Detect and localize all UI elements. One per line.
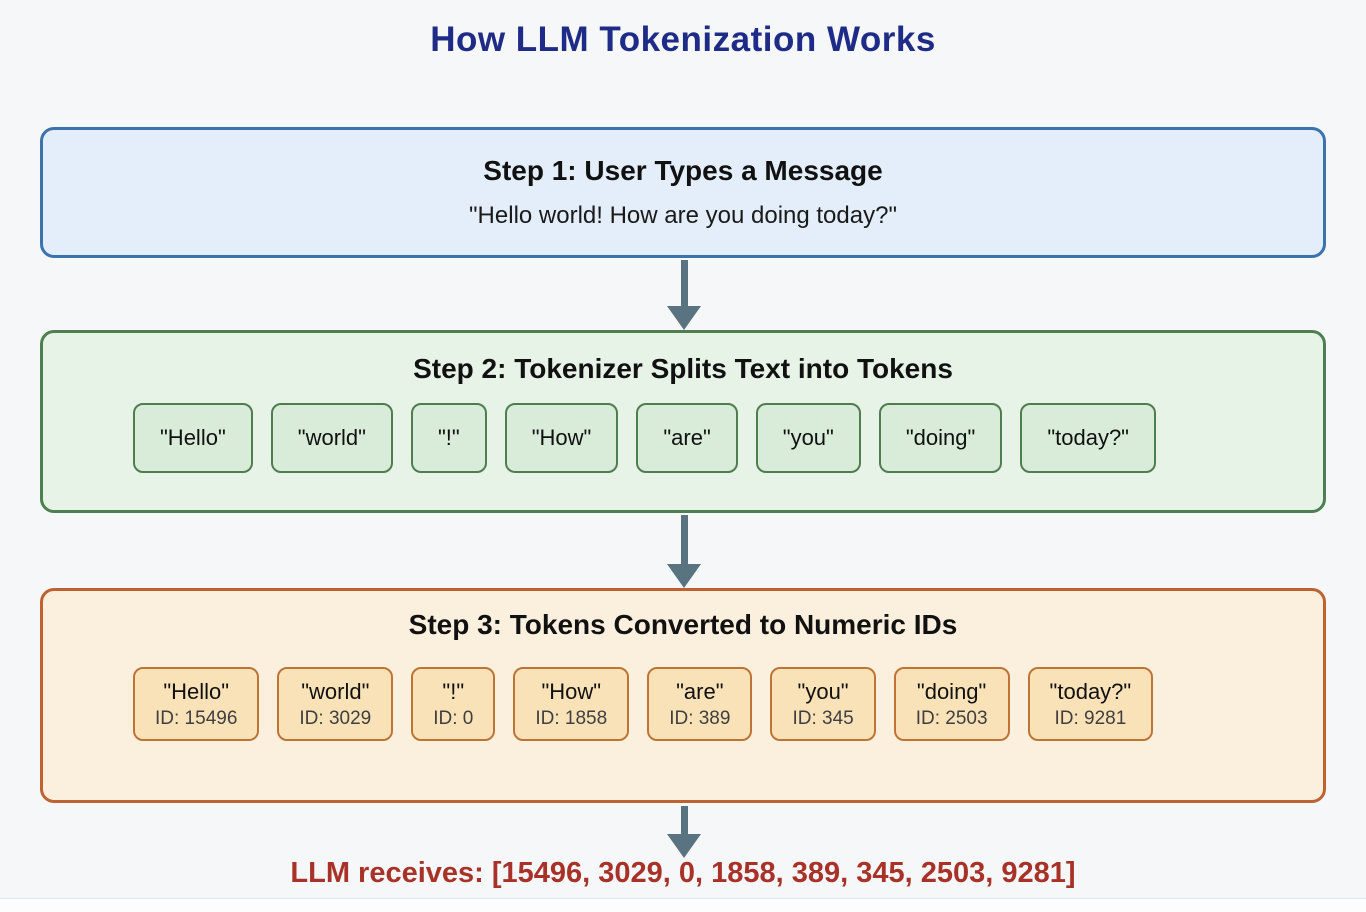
token-box: "doing" (878, 403, 1003, 473)
step3-box: Step 3: Tokens Converted to Numeric IDs … (40, 588, 1326, 803)
step2-token-row: "Hello""world""!""How""are""you""doing""… (43, 403, 1323, 473)
step3-heading: Step 3: Tokens Converted to Numeric IDs (408, 609, 958, 640)
token-id-label: ID: 389 (669, 707, 731, 729)
token-id-label: ID: 0 (433, 707, 474, 729)
token-box: "Hello" (133, 403, 253, 473)
token-text: "doing" (916, 678, 987, 704)
token-box: "world" (270, 403, 393, 473)
llm-receives-text: LLM receives: [15496, 3029, 0, 1858, 389… (290, 857, 1076, 889)
token-id-box: "today?" ID: 9281 (1027, 667, 1154, 741)
token-box: "today?" (1020, 403, 1156, 473)
token-box: "are" (636, 403, 738, 473)
bottom-strip (0, 898, 1366, 912)
token-id-box: "How" ID: 1858 (513, 667, 630, 741)
arrow-head (667, 834, 701, 858)
token-id-box: "you" ID: 345 (770, 667, 876, 741)
token-text: "world" (301, 678, 370, 704)
token-id-label: ID: 1858 (535, 707, 608, 729)
arrow-head (667, 564, 701, 588)
token-id-box: "doing" ID: 2503 (893, 667, 1010, 741)
arrow-shaft (680, 260, 688, 306)
down-arrow-icon (666, 260, 702, 330)
token-box: "!" (410, 403, 487, 473)
down-arrow-icon (666, 515, 702, 588)
step1-heading: Step 1: User Types a Message (483, 155, 883, 186)
token-id-box: "world" ID: 3029 (277, 667, 394, 741)
token-id-label: ID: 2503 (915, 707, 988, 729)
token-text: "are" (676, 678, 724, 704)
token-id-label: ID: 9281 (1054, 707, 1127, 729)
step1-user-message: "Hello world! How are you doing today?" (469, 202, 897, 229)
down-arrow-icon (666, 806, 702, 858)
arrow-shaft (680, 806, 688, 834)
token-box: "you" (755, 403, 861, 473)
token-id-box: "are" ID: 389 (647, 667, 753, 741)
arrow-head (667, 306, 701, 330)
arrow-shaft (680, 515, 688, 564)
step3-token-row: "Hello"ID: 15496"world"ID: 3029"!"ID: 0"… (43, 667, 1323, 741)
token-text: "How" (541, 678, 602, 704)
token-box: "How" (504, 403, 619, 473)
step2-box: Step 2: Tokenizer Splits Text into Token… (40, 330, 1326, 513)
token-id-label: ID: 345 (792, 707, 854, 729)
step2-heading: Step 2: Tokenizer Splits Text into Token… (413, 353, 953, 384)
token-id-box: "Hello" ID: 15496 (133, 667, 260, 741)
token-id-box: "!" ID: 0 (411, 667, 496, 741)
token-id-label: ID: 15496 (155, 707, 238, 729)
token-text: "Hello" (163, 678, 230, 704)
step1-box: Step 1: User Types a Message "Hello worl… (40, 127, 1326, 258)
token-text: "you" (797, 678, 849, 704)
page-title: How LLM Tokenization Works (430, 20, 936, 59)
token-text: "today?" (1049, 678, 1132, 704)
token-id-label: ID: 3029 (299, 707, 372, 729)
token-text: "!" (442, 678, 465, 704)
